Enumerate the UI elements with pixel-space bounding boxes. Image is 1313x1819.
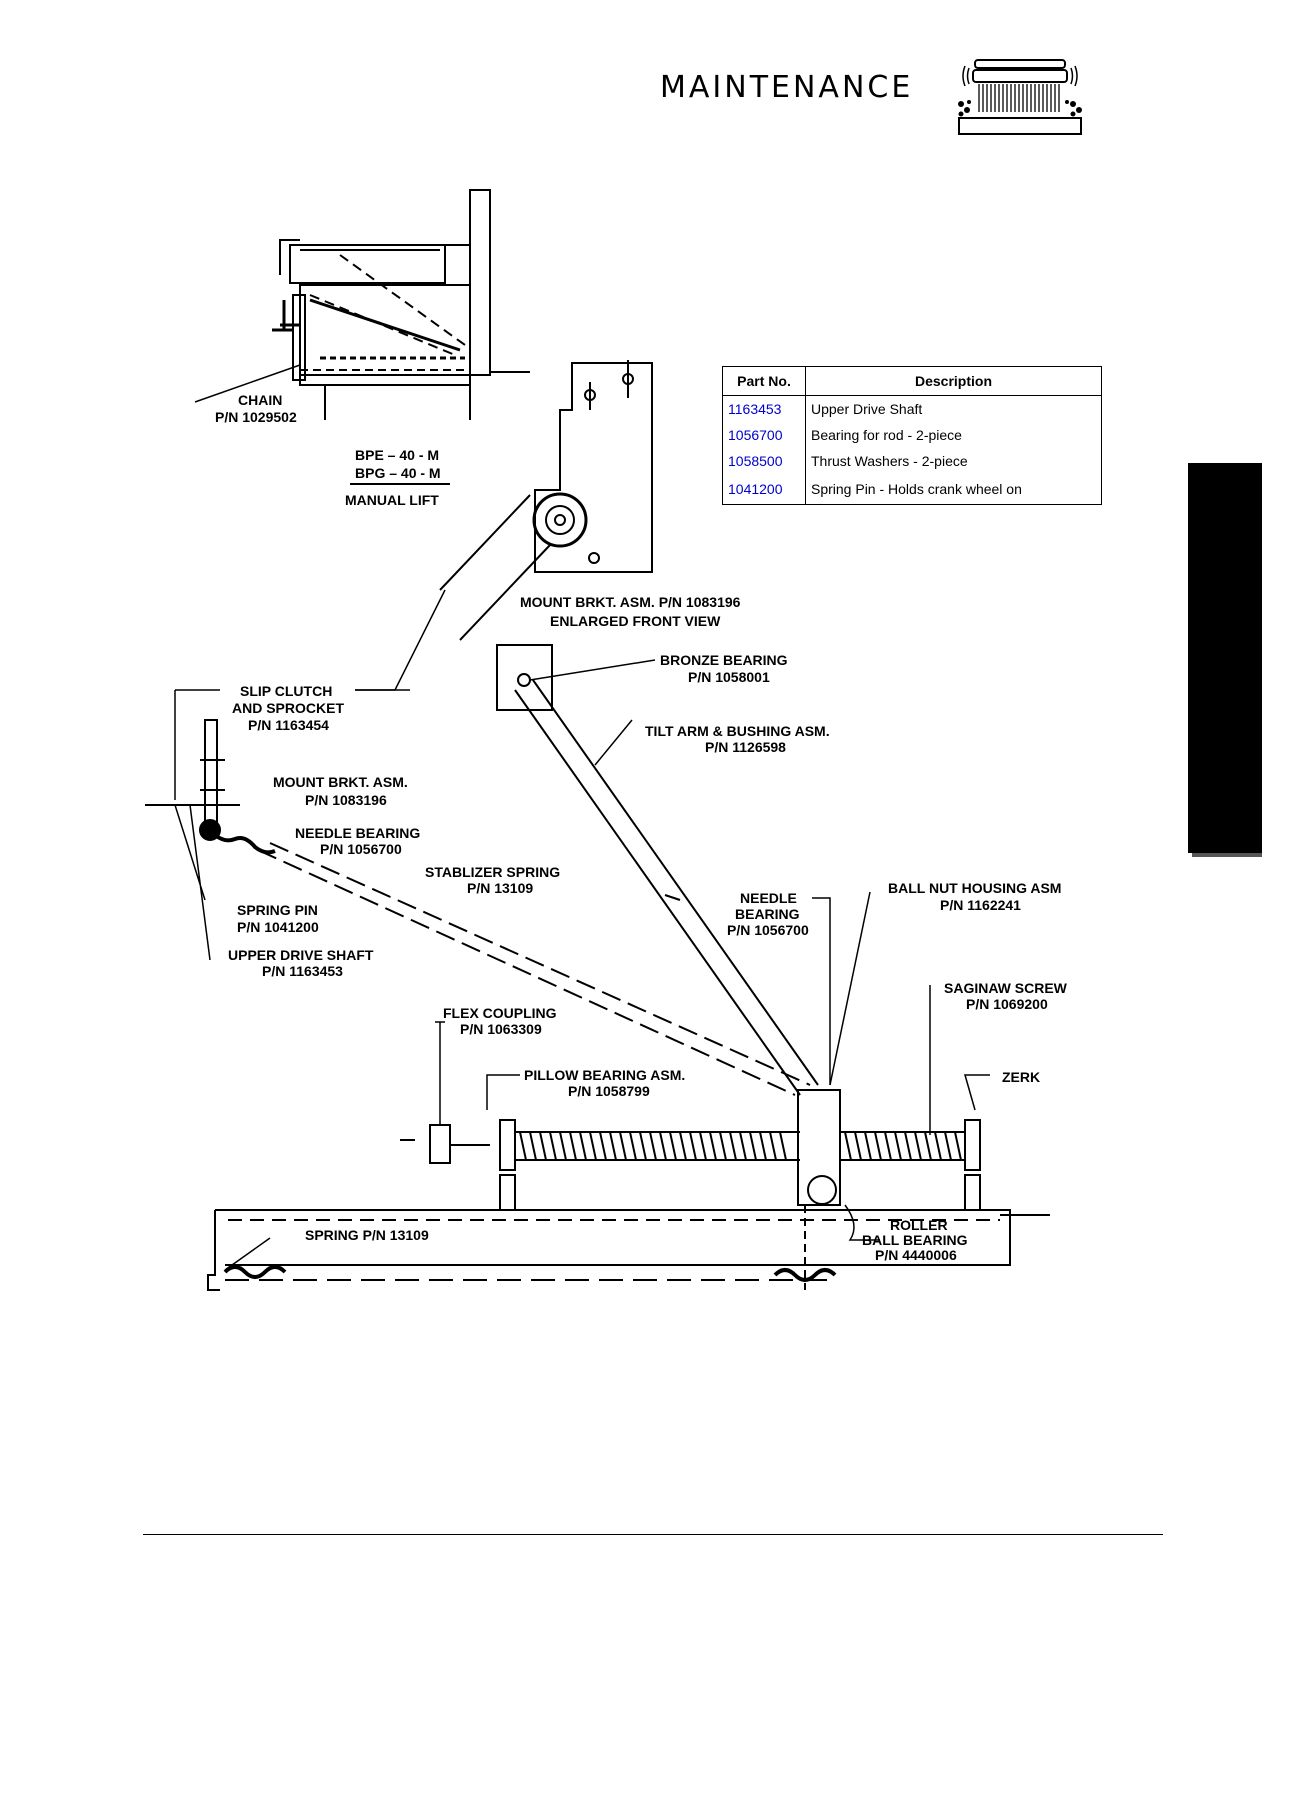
label-stablizer-spring-pn: P/N 13109 xyxy=(467,880,533,896)
part-number: 1056700 xyxy=(722,422,806,448)
label-mount-brkt: MOUNT BRKT. ASM. xyxy=(273,774,408,790)
part-number: 1163453 xyxy=(722,395,806,422)
label-upper-drive-shaft-pn: P/N 1163453 xyxy=(262,963,343,979)
label-chain-pn: P/N 1029502 xyxy=(215,409,297,425)
label-flex-coupling-pn: P/N 1063309 xyxy=(460,1021,542,1037)
part-description: Thrust Washers - 2-piece xyxy=(811,453,968,469)
label-enlarged-front-view: ENLARGED FRONT VIEW xyxy=(550,613,721,629)
griddle-icon xyxy=(958,59,1082,135)
part-number: 1058500 xyxy=(722,448,806,474)
label-stablizer-spring: STABLIZER SPRING xyxy=(425,864,560,880)
section-tab xyxy=(1188,463,1262,853)
page-title: MAINTENANCE xyxy=(660,70,914,105)
label-bronze-bearing: BRONZE BEARING xyxy=(660,652,788,668)
label-bpe: BPE – 40 - M xyxy=(355,447,439,463)
upper-drive-shaft-drawing xyxy=(145,719,811,1096)
label-flex-coupling: FLEX COUPLING xyxy=(443,1005,557,1021)
label-bearing: BEARING xyxy=(735,906,800,922)
footer-divider xyxy=(143,1534,1163,1535)
label-roller: ROLLER xyxy=(890,1217,948,1233)
parts-table: Part No. Description 1163453 Upper Drive… xyxy=(722,366,1102,505)
label-spring-pin: SPRING PIN xyxy=(237,902,318,918)
label-zerk: ZERK xyxy=(1002,1069,1040,1085)
table-row: 1058500 Thrust Washers - 2-piece xyxy=(722,448,1102,474)
label-tilt-arm-pn: P/N 1126598 xyxy=(705,739,786,755)
label-needle-bearing-top-pn: P/N 1056700 xyxy=(320,841,402,857)
table-row: 1163453 Upper Drive Shaft xyxy=(722,395,1102,422)
mount-bracket-front-view-drawing xyxy=(439,360,653,641)
label-ball-nut-housing: BALL NUT HOUSING ASM xyxy=(888,880,1061,896)
label-roller-pn: P/N 4440006 xyxy=(875,1247,957,1263)
label-chain: CHAIN xyxy=(238,392,282,408)
section-tab-shadow xyxy=(1192,853,1262,857)
table-row: 1056700 Bearing for rod - 2-piece xyxy=(722,422,1102,448)
label-ball-nut-housing-pn: P/N 1162241 xyxy=(940,897,1021,913)
part-description: Bearing for rod - 2-piece xyxy=(811,427,962,443)
label-slip-clutch-pn: P/N 1163454 xyxy=(248,717,329,733)
label-tilt-arm: TILT ARM & BUSHING ASM. xyxy=(645,723,830,739)
label-pillow-bearing: PILLOW BEARING ASM. xyxy=(524,1067,685,1083)
label-slip-clutch: SLIP CLUTCH xyxy=(240,683,332,699)
label-saginaw-screw: SAGINAW SCREW xyxy=(944,980,1068,996)
tilt-arm-drawing xyxy=(496,644,819,1096)
label-spring-bottom: SPRING P/N 13109 xyxy=(305,1227,429,1243)
label-spring-pin-pn: P/N 1041200 xyxy=(237,919,319,935)
part-number: 1041200 xyxy=(722,474,806,505)
part-description: Upper Drive Shaft xyxy=(811,401,923,417)
diagram-labels: CHAIN P/N 1029502 BPE – 40 - M BPG – 40 … xyxy=(215,392,1068,1263)
label-pillow-bearing-pn: P/N 1058799 xyxy=(568,1083,650,1099)
label-ball-bearing: BALL BEARING xyxy=(862,1232,968,1248)
label-needle: NEEDLE xyxy=(740,890,797,906)
manual-lift-cabinet-drawing xyxy=(272,189,530,420)
label-bronze-bearing-pn: P/N 1058001 xyxy=(688,669,770,685)
column-header-description: Description xyxy=(805,366,1102,396)
label-and-sprocket: AND SPROCKET xyxy=(232,700,344,716)
table-row: 1041200 Spring Pin - Holds crank wheel o… xyxy=(722,474,1102,505)
column-header-part-no: Part No. xyxy=(722,366,806,396)
label-mount-brkt-pn: P/N 1083196 xyxy=(305,792,387,808)
label-mount-brkt-front: MOUNT BRKT. ASM. P/N 1083196 xyxy=(520,594,741,610)
saginaw-screw-drawing xyxy=(207,1089,1050,1291)
label-bpg: BPG – 40 - M xyxy=(355,465,441,481)
label-manual-lift: MANUAL LIFT xyxy=(345,492,439,508)
label-saginaw-screw-pn: P/N 1069200 xyxy=(966,996,1048,1012)
label-upper-drive-shaft: UPPER DRIVE SHAFT xyxy=(228,947,374,963)
label-needle-pn: P/N 1056700 xyxy=(727,922,809,938)
part-description: Spring Pin - Holds crank wheel on xyxy=(811,481,1022,497)
label-needle-bearing-top: NEEDLE BEARING xyxy=(295,825,420,841)
